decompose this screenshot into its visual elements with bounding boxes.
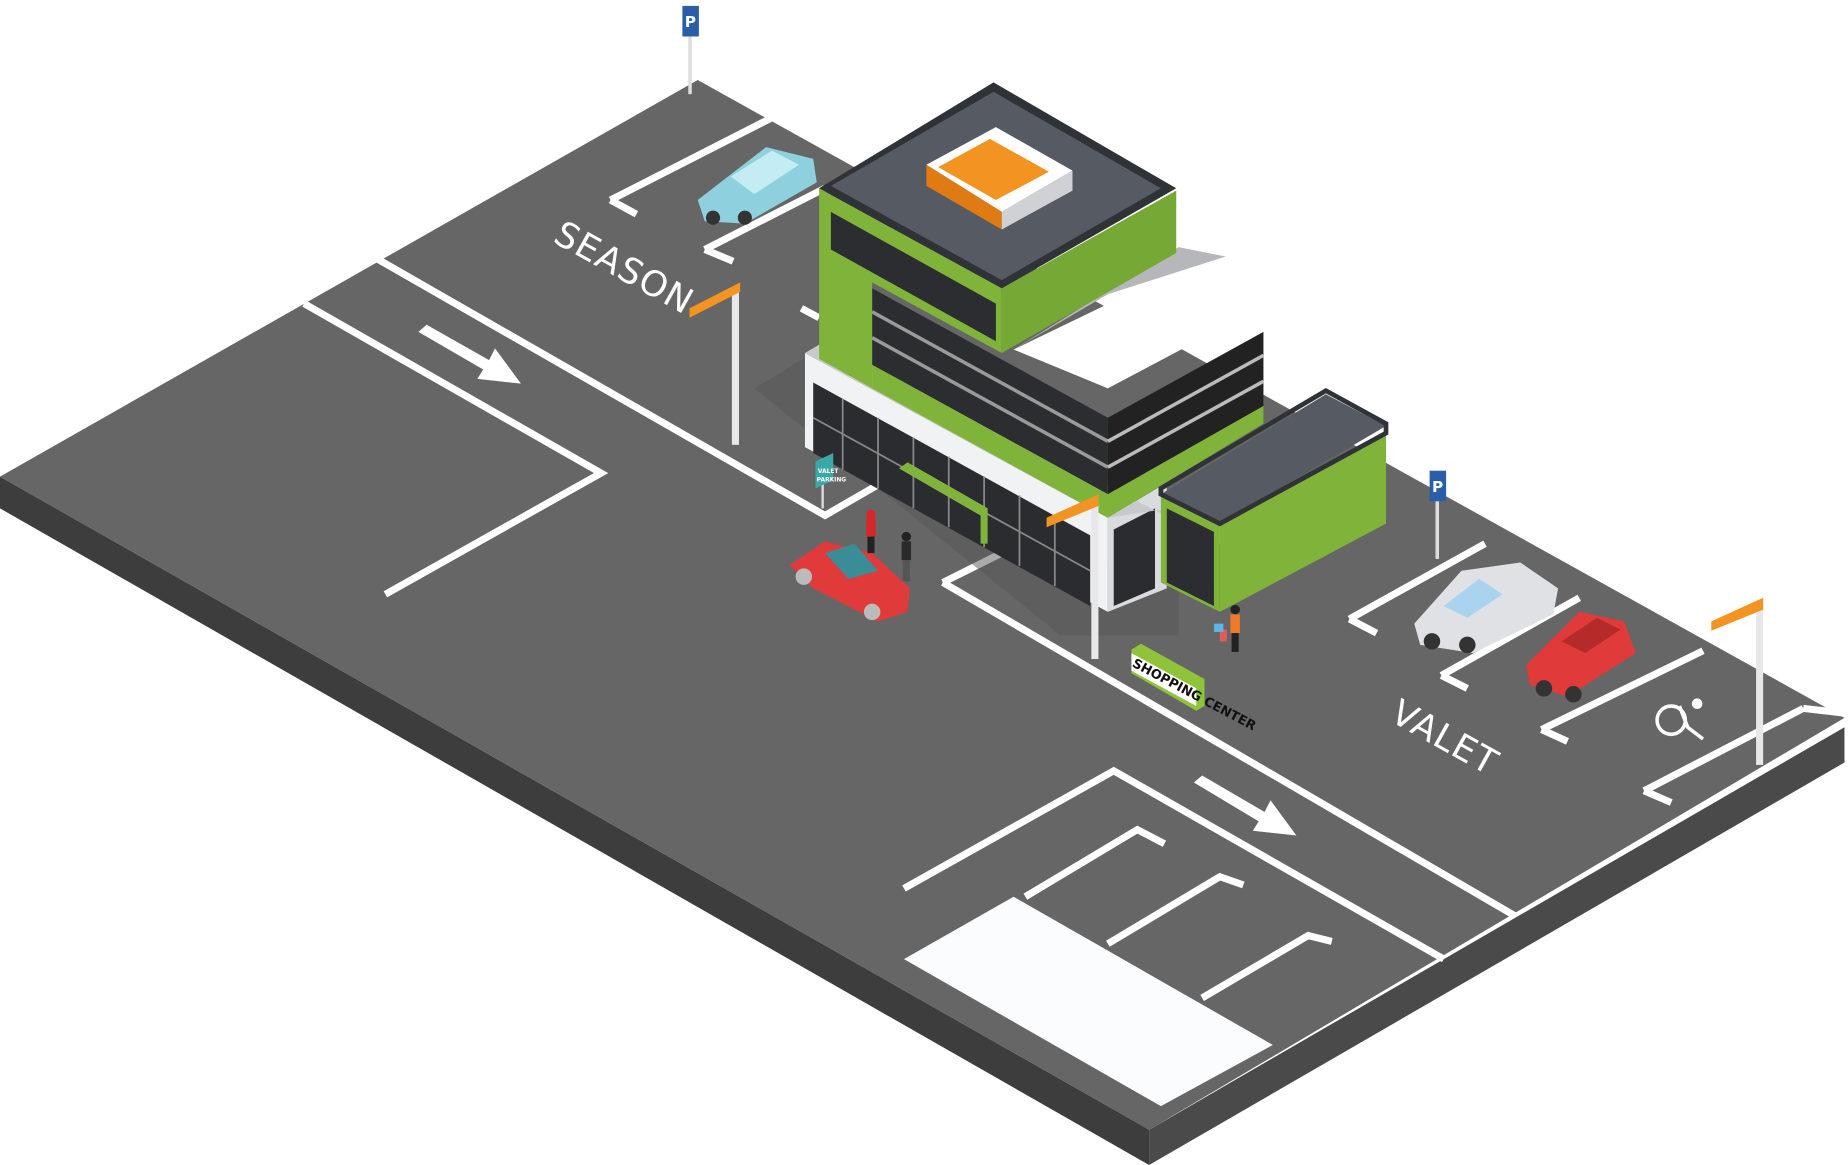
mother-and-child — [1213, 604, 1240, 652]
barrier-gate — [1046, 494, 1099, 659]
valet-attendant — [866, 509, 876, 554]
direction-arrow-icon — [418, 324, 521, 384]
wheelchair-accessible-icon — [1655, 698, 1705, 741]
direction-arrow-icon — [1193, 775, 1297, 836]
valet-sign-line2: PARKING — [817, 477, 847, 483]
valet-sign-line1: VALET — [818, 469, 838, 475]
parking-sign-icon: P — [1429, 470, 1447, 559]
blue-car — [697, 147, 817, 225]
customer — [901, 531, 912, 582]
lot-surface — [0, 80, 1845, 1130]
shopping-center-building — [804, 82, 1389, 612]
red-car — [789, 541, 910, 622]
lot-side-right — [1149, 727, 1845, 1165]
parking-sign-label: P — [685, 13, 696, 31]
valet-parking-sign: VALET PARKING — [815, 453, 847, 509]
barrier-gate — [1711, 597, 1764, 765]
parking-sign-icon: P — [682, 5, 699, 95]
barrier-gate — [689, 282, 741, 445]
red-suv — [1526, 611, 1636, 703]
loading-zone — [903, 896, 1273, 1107]
parking-sign-label: P — [1432, 478, 1443, 496]
lot-side-left — [0, 476, 1150, 1165]
silver-car — [1414, 562, 1559, 654]
lot-markings — [302, 114, 1845, 1001]
